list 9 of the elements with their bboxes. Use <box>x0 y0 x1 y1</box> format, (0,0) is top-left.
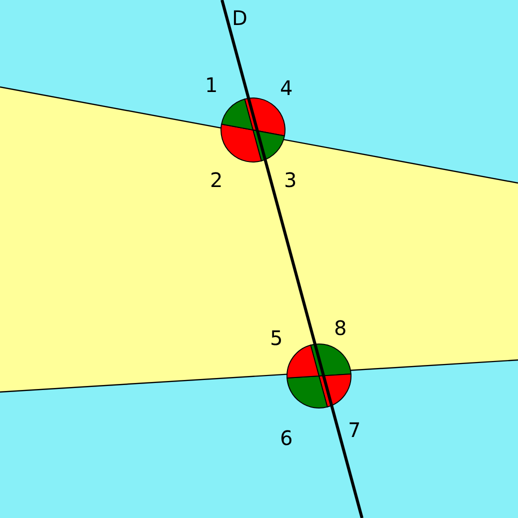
angle-label: 1 <box>205 75 218 95</box>
angle-label: 8 <box>334 318 347 338</box>
line-label: D <box>232 8 248 28</box>
angle-label: 2 <box>210 170 223 190</box>
angle-label: 5 <box>270 328 283 348</box>
angle-label: 3 <box>284 170 297 190</box>
angle-label: 7 <box>348 420 361 440</box>
angle-label: 4 <box>280 78 293 98</box>
angle-label: 6 <box>280 428 293 448</box>
